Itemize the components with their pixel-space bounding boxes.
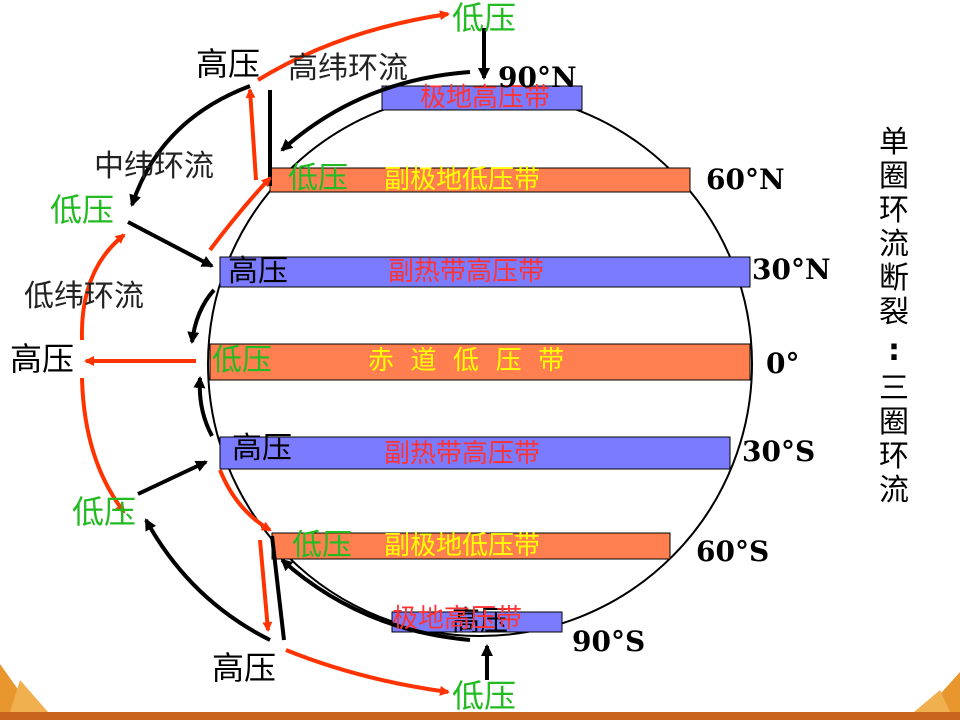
band-subtropical-high-north xyxy=(219,256,751,288)
side-title: 单 圈 环 流 断 裂 : 三 圈 环 流 xyxy=(872,126,916,508)
band-subpolar-low-south xyxy=(271,532,671,560)
label-high-30s: 高压 xyxy=(232,431,292,466)
label-low-mid-left: 低压 xyxy=(50,191,115,229)
side-title-char: 圈 xyxy=(879,405,909,440)
label-mid-latitude-circulation: 中纬环流 xyxy=(94,149,214,184)
side-title-char: 流 xyxy=(879,227,909,262)
label-low-60s: 低压 xyxy=(292,528,352,563)
side-title-char: : xyxy=(888,333,900,368)
band-label-polar-high-north: 极地高压带 xyxy=(420,83,551,113)
side-title-char: 单 xyxy=(879,125,909,160)
side-title-char: 裂 xyxy=(879,295,909,330)
label-high-30n: 高压 xyxy=(228,254,288,289)
arrow-black-mid-south xyxy=(144,518,271,642)
band-subtropical-high-south xyxy=(219,436,731,470)
label-low-bottom: 低压 xyxy=(452,677,517,715)
label-high-latitude-circulation: 高纬环流 xyxy=(288,51,408,86)
band-equatorial-low xyxy=(209,343,751,381)
side-title-char: 环 xyxy=(879,193,909,228)
arrow-red-polar-south xyxy=(285,648,450,696)
footer-corner-right-2 xyxy=(914,690,950,712)
band-label-subpolar-low-north: 副极地低压带 xyxy=(384,165,541,195)
lat-label-90n: 90°N xyxy=(498,61,577,94)
arrow-black-to-30n xyxy=(127,220,214,268)
arrow-black-30s-up xyxy=(193,376,214,437)
line-black-60s-down xyxy=(270,535,286,641)
band-label-subtropical-high-north: 副热带高压带 xyxy=(388,257,545,287)
lat-label-60n: 60°N xyxy=(706,163,785,196)
band-polar-high-north xyxy=(381,85,583,111)
arrow-black-mid-north xyxy=(129,84,251,207)
side-title-char: 环 xyxy=(879,439,909,474)
label-high-bottom-left: 高压 xyxy=(212,649,277,687)
arrow-red-60n-up xyxy=(245,88,258,181)
arrow-black-polar-south xyxy=(280,558,471,642)
arrow-black-30n-down xyxy=(187,288,216,344)
side-title-char: 流 xyxy=(879,473,909,508)
label-low-left-south: 低压 xyxy=(72,493,137,531)
lat-label-60s: 60°S xyxy=(696,535,770,568)
label-low-60n: 低压 xyxy=(288,161,348,196)
lat-label-equator: 0° xyxy=(766,347,800,380)
arrow-red-low-north xyxy=(79,233,126,341)
label-high-top-left: 高压 xyxy=(196,45,261,83)
band-label-equatorial-low: 赤 道 低 压 带 xyxy=(368,346,565,376)
lat-label-30n: 30°N xyxy=(752,253,831,286)
arrow-red-polar-north xyxy=(256,10,450,82)
footer-bar xyxy=(0,712,960,720)
arrow-red-low-south xyxy=(80,377,126,514)
label-low-equator: 低压 xyxy=(212,343,272,378)
band-label-subtropical-high-south: 副热带高压带 xyxy=(384,439,541,469)
side-title-char: 断 xyxy=(879,261,909,296)
lat-label-90s: 90°S xyxy=(572,625,646,658)
side-title-char: 三 xyxy=(879,371,909,406)
label-low-top: 低压 xyxy=(452,0,517,37)
band-label-polar-high-south: 极地高压带 xyxy=(392,604,523,634)
side-title-char: 圈 xyxy=(879,159,909,194)
lat-label-30s: 30°S xyxy=(742,435,816,468)
arrow-black-polar-north xyxy=(280,70,471,152)
label-high-left-equator: 高压 xyxy=(10,340,75,378)
band-label-subpolar-low-south: 副极地低压带 xyxy=(384,531,541,561)
band-subpolar-low-north xyxy=(269,167,691,193)
arrow-black-to-30s xyxy=(137,460,208,496)
label-low-latitude-circulation: 低纬环流 xyxy=(24,279,144,314)
arrow-red-60s-down xyxy=(258,539,273,632)
footer-corner-left-2 xyxy=(10,680,48,712)
arrow-red-mid-north xyxy=(208,176,272,252)
label-high-90s: 高压 xyxy=(452,604,509,637)
arrow-red-mid-south xyxy=(218,469,272,532)
